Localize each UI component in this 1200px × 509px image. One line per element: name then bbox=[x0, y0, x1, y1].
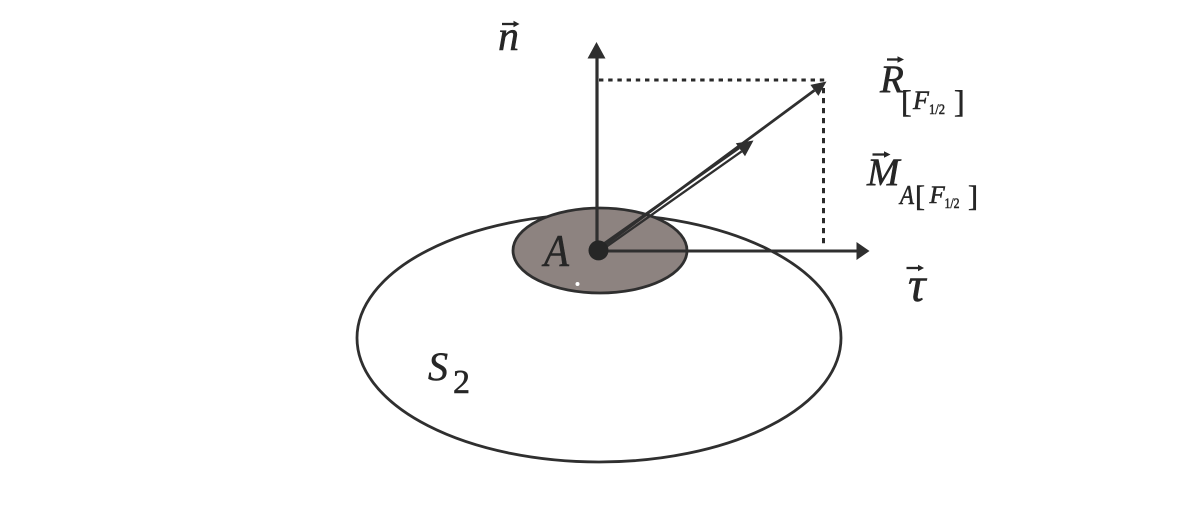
svg-text:τ: τ bbox=[908, 257, 928, 312]
svg-text:1/2: 1/2 bbox=[929, 102, 945, 118]
svg-text:1/2: 1/2 bbox=[945, 196, 960, 212]
svg-text:[: [ bbox=[915, 180, 925, 213]
svg-text:A: A bbox=[898, 180, 914, 210]
svg-text:[: [ bbox=[901, 83, 912, 119]
svg-text:F: F bbox=[912, 86, 930, 115]
svg-text:A: A bbox=[541, 225, 569, 276]
svg-text:M: M bbox=[866, 151, 902, 194]
svg-text:n: n bbox=[498, 14, 519, 60]
svg-text:]: ] bbox=[968, 180, 978, 213]
svg-text:]: ] bbox=[954, 83, 965, 119]
svg-text:S: S bbox=[428, 344, 448, 389]
svg-text:F: F bbox=[929, 182, 946, 209]
svg-text:R: R bbox=[879, 58, 904, 101]
svg-text:2: 2 bbox=[453, 364, 470, 401]
